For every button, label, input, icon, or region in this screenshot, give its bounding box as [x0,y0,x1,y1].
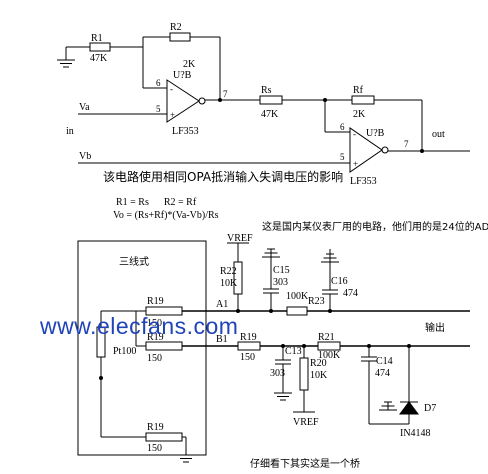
opamp1-plus: + [170,110,175,120]
vref-bottom-label: VREF [293,417,319,428]
c14-value: 474 [375,368,390,379]
sensor-label: Pt100 [113,346,136,357]
opamp2-pin7: 7 [404,139,409,149]
resistor-r19-d [237,341,261,351]
r20-value: 10K [310,370,328,381]
resistor-r23 [286,306,308,316]
r22-value: 10K [220,278,238,289]
r2-label: R2 [170,22,182,33]
resistor-rf [351,95,375,105]
r19-a-value: 150 [147,318,162,329]
c14-label: C14 [376,356,393,367]
equation-1: R1 = Rs R2 = Rf [116,197,197,208]
c16-label: C16 [331,276,348,287]
r19-b-label: R19 [147,332,164,343]
opamp1-pin6: 6 [156,78,161,88]
input-vb-label: Vb [79,151,91,162]
circuit-caption: 该电路使用相同OPA抵消输入失调电压的影响 [103,169,343,184]
ground-symbol-d7 [379,401,397,411]
d7-part: IN4148 [400,428,431,439]
c16-value: 474 [343,288,358,299]
c13-label: C13 [285,346,302,357]
r19-c-label: R19 [147,422,164,433]
ground-symbol-c16 [321,249,339,263]
opamp1-minus: - [170,84,173,94]
opamp2-pin6: 6 [340,122,345,132]
opamp2-pin5: 5 [340,152,345,162]
node-a1-label: A1 [216,299,228,310]
c15-label: C15 [273,265,290,276]
r22-label: R22 [220,266,237,277]
ground-symbol-c15 [262,248,280,258]
rf-value: 2K [353,109,366,120]
rf-label: Rf [353,85,364,96]
resistor-r19-b [145,341,183,351]
equation-2: Vo = (Rs+Rf)*(Va-Vb)/Rs [113,210,219,221]
resistor-r2 [169,32,191,42]
opamp2-minus: - [353,129,356,139]
opamp1-pin7: 7 [223,89,228,99]
r19-d-label: R19 [240,332,257,343]
r1-value: 47K [90,53,108,64]
c13-value: 303 [270,368,285,379]
opamp2-part: LF353 [350,176,377,187]
top-circuit: R1 47K R2 2K 6 5 - + 7 U?B LF353 R [57,22,470,187]
r20-label: R20 [310,358,327,369]
r21-value: 100K [318,350,341,361]
note-bottom: 仔细看下其实这是一个桥 [250,457,360,470]
opamp-2: 6 5 - + 7 U?B LF353 [78,122,422,187]
box-title: 三线式 [119,255,149,268]
vref-top-label: VREF [227,233,253,244]
ground-symbol-top [57,47,75,68]
watermark: www.elecfans.com [39,313,238,339]
output-label: 输出 [425,321,445,334]
r21-label: R21 [318,332,335,343]
ground-symbol-c13 [274,392,292,401]
d7-label: D7 [424,403,436,414]
opamp1-pin5: 5 [156,104,161,114]
rs-label: Rs [261,85,272,96]
opamp1-ref: U?B [173,70,192,81]
r23-value: 100K [286,291,309,302]
bottom-circuit: 三线式 Pt100 R19 150 R19 150 R19 150 A1 [77,233,470,463]
resistor-r1 [89,42,111,52]
resistor-r19-c [145,432,183,442]
opamp2-plus: + [353,159,358,169]
rs-value: 47K [261,109,279,120]
c15-value: 303 [273,277,288,288]
opamp1-part: LF353 [172,126,199,137]
node-b1-label: B1 [216,334,228,345]
input-in-label: in [66,126,74,137]
r19-c-value: 150 [147,443,162,454]
r2-value: 2K [183,59,196,70]
resistor-rs [259,95,283,105]
resistor-r20 [299,357,309,391]
ground-symbol-bottom-left [177,454,195,463]
input-va-label: Va [79,102,90,113]
r19-b-value: 150 [147,353,162,364]
resistor-r21 [317,341,341,351]
three-wire-box [77,240,207,456]
note-top: 这是国内某仪表厂用的电路，他们用的是24位的AD [262,220,488,233]
opamp2-ref: U?B [366,128,385,139]
output-out-label: out [432,129,445,140]
r19-a-label: R19 [147,296,164,307]
r19-d-value: 150 [240,352,255,363]
opamp-1: 6 5 - + 7 U?B LF353 [78,70,228,137]
r1-label: R1 [91,33,103,44]
r23-label: R23 [308,296,325,307]
